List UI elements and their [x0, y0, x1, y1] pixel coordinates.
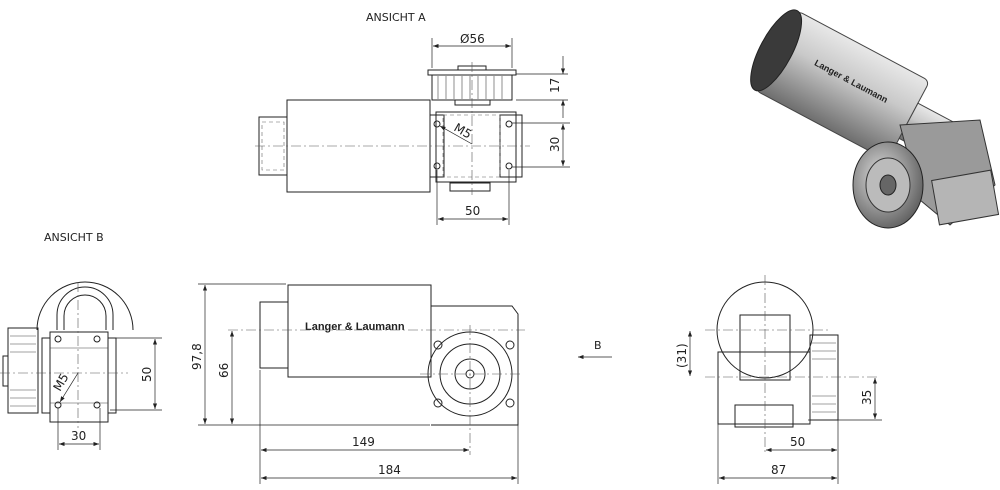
view-a: ANSICHT A Ø56 17 30 — [255, 11, 570, 225]
gearbox — [435, 111, 517, 183]
product-3d-render: Langer & Laumann — [750, 9, 1000, 229]
mount-hole — [505, 162, 513, 170]
dim-hole-spacing-v: 50 — [140, 367, 154, 382]
dim-total-height: 97,8 — [190, 343, 204, 370]
dim-thread: M5 — [50, 371, 71, 394]
dim-offset: (31) — [675, 343, 689, 368]
view-b-label: ANSICHT B — [44, 231, 104, 244]
mount-hole — [433, 162, 441, 170]
gearbox — [431, 305, 519, 426]
front-view: Langer & Laumann 97,8 66 149 184 — [190, 283, 525, 484]
dim-hole-spacing-v: 30 — [548, 137, 562, 152]
mount-hole — [433, 120, 441, 128]
side-view-left: 50 30 M5 — [0, 281, 162, 450]
dim-shaft-distance: 149 — [352, 435, 375, 449]
dim-pulley-height: 17 — [548, 78, 562, 93]
dim-hole-spacing-h: 30 — [71, 429, 86, 443]
dim-hole-distance: 50 — [790, 435, 805, 449]
arrow-label: B — [594, 339, 602, 352]
view-a-label: ANSICHT A — [366, 11, 426, 24]
dim-diameter: Ø56 — [460, 32, 485, 46]
dim-total-length: 184 — [378, 463, 401, 477]
motor-body — [287, 284, 432, 378]
dim-shaft-height: 66 — [217, 363, 231, 378]
brand-logo: Langer & Laumann — [305, 321, 405, 333]
dim-thread: M5 — [452, 120, 475, 141]
pulley — [7, 327, 39, 414]
motor-circle — [36, 281, 134, 331]
dim-width: 87 — [771, 463, 786, 477]
mount-hole — [505, 120, 513, 128]
view-b-arrow: B — [578, 339, 612, 360]
gearbox — [717, 351, 811, 425]
end-cap — [259, 301, 289, 369]
pulley — [809, 334, 839, 421]
dim-hole-spacing-h: 50 — [465, 204, 480, 218]
side-view-right: (31) 35 50 87 — [675, 275, 882, 484]
dim-hole-height: 35 — [860, 390, 874, 405]
